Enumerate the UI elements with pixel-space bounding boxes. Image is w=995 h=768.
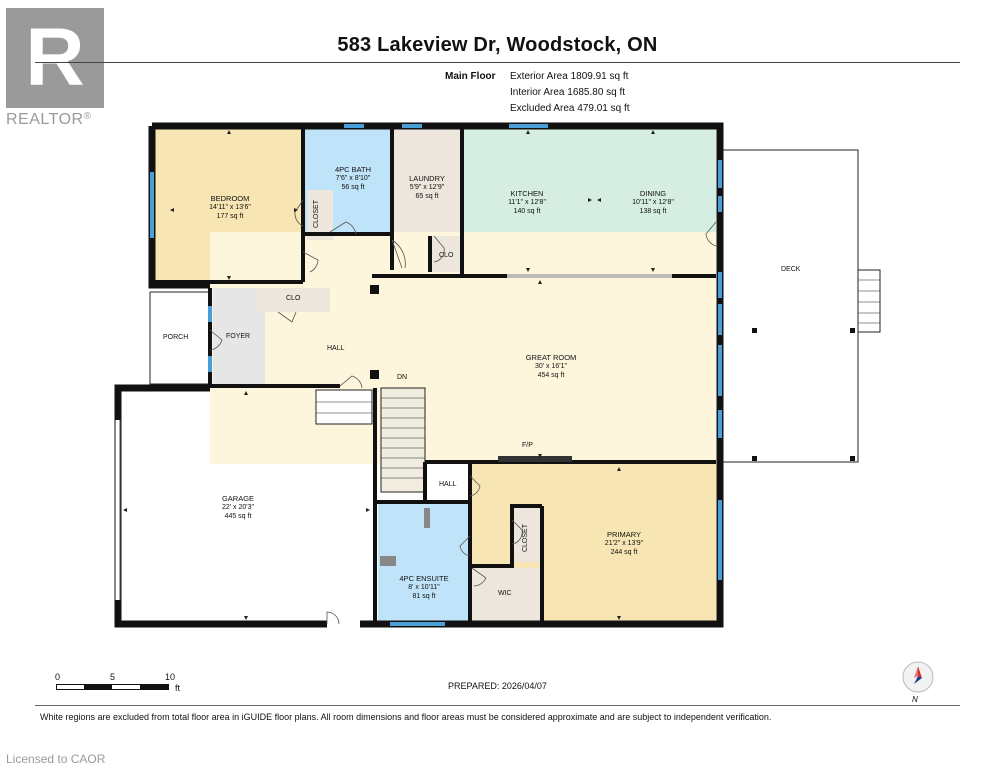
header-divider — [35, 62, 960, 63]
wic-fill — [472, 568, 542, 624]
primary-closet-fill — [512, 506, 542, 562]
fireplace-label: F/P — [522, 442, 533, 449]
interior-area: Interior Area 1685.80 sq ft — [510, 87, 626, 98]
deck-outline — [721, 149, 859, 463]
room-label-wic: WIC — [498, 590, 512, 597]
compass-icon — [902, 661, 934, 693]
room-label-laundry-closet: CLO — [439, 252, 454, 259]
footer-note: White regions are excluded from total fl… — [40, 712, 772, 722]
prepared-date: PREPARED: 2026/04/07 — [448, 681, 547, 691]
realtor-logo-mark: R — [25, 12, 85, 103]
footer-divider — [35, 705, 960, 706]
hall-closet-fill — [258, 288, 330, 312]
room-label-deck: DECK — [781, 266, 801, 273]
room-label-hall: HALL — [327, 345, 345, 352]
doors — [209, 199, 717, 625]
bath-closet-fill — [307, 190, 333, 240]
room-label-hall-2: HALL — [439, 481, 457, 488]
page-title: 583 Lakeview Dr, Woodstock, ON — [337, 34, 658, 56]
scale-unit: ft — [175, 683, 181, 693]
laundry-closet-fill — [430, 236, 462, 272]
scale-label-5: 5 — [110, 672, 116, 682]
scale-label-0: 0 — [55, 672, 61, 682]
foyer-fill — [213, 288, 265, 386]
realtor-logo-box — [6, 8, 104, 108]
fireplace — [498, 456, 572, 462]
room-label-porch: PORCH — [163, 334, 189, 341]
deck-stairs — [857, 269, 881, 333]
room-label-primary-closet: CLOSET — [522, 524, 529, 553]
stairs-label-dn: DN — [397, 374, 408, 381]
floor-label: Main Floor — [445, 71, 496, 82]
realtor-logo-text: REALTOR® — [6, 111, 92, 128]
licensed-text: Licensed to CAOR — [6, 752, 106, 766]
garage-steps — [315, 389, 373, 425]
room-label-foyer: FOYER — [226, 333, 251, 340]
exterior-area: Exterior Area 1809.91 sq ft — [510, 71, 629, 82]
excluded-area: Excluded Area 479.01 sq ft — [510, 103, 630, 114]
porch-outline — [149, 292, 210, 385]
main-stairs — [380, 387, 426, 493]
room-label-hall-closet: CLO — [286, 295, 301, 302]
scale-label-10: 10 — [165, 672, 176, 682]
compass-label: N — [912, 695, 918, 704]
windows — [150, 124, 722, 626]
room-label-bath-closet: CLOSET — [313, 200, 320, 229]
scale-bar — [56, 684, 169, 690]
